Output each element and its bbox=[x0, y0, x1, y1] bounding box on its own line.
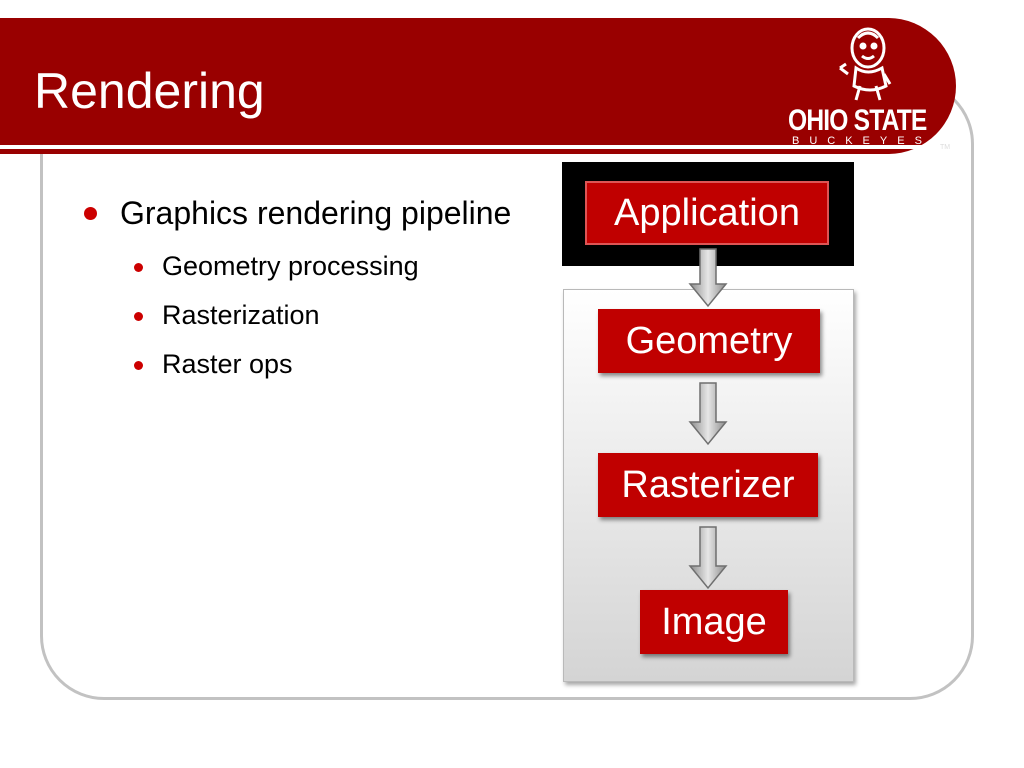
sub-bullet-text: Raster ops bbox=[162, 349, 293, 379]
ohio-state-logo: OHIO STATE BUCKEYES TM bbox=[776, 20, 966, 151]
bullet-dot-icon bbox=[134, 361, 143, 370]
title-bar: Rendering bbox=[0, 18, 956, 154]
bullet-list: Graphics rendering pipeline Geometry pro… bbox=[78, 190, 518, 389]
stage-geometry: Geometry bbox=[598, 309, 820, 373]
down-arrow-icon bbox=[688, 382, 728, 446]
bullet-dot-icon bbox=[84, 207, 97, 220]
stage-application: Application bbox=[585, 181, 829, 245]
stage-image: Image bbox=[640, 590, 788, 654]
bullet-dot-icon bbox=[134, 263, 143, 272]
sub-bullet-item: Geometry processing bbox=[78, 242, 518, 291]
slide-title: Rendering bbox=[34, 63, 265, 119]
logo-trademark: TM bbox=[940, 144, 951, 151]
down-arrow-icon bbox=[688, 526, 728, 590]
bullet-item: Graphics rendering pipeline bbox=[78, 190, 518, 236]
bullet-dot-icon bbox=[134, 312, 143, 321]
sub-bullet-text: Geometry processing bbox=[162, 251, 419, 281]
title-divider bbox=[0, 145, 956, 149]
logo-wordmark: OHIO STATE bbox=[788, 104, 927, 137]
brutus-mascot-icon bbox=[839, 27, 892, 101]
logo-subtext: BUCKEYES bbox=[792, 135, 932, 147]
sub-bullet-item: Raster ops bbox=[78, 340, 518, 389]
down-arrow-icon bbox=[688, 248, 728, 308]
sub-bullet-item: Rasterization bbox=[78, 291, 518, 340]
sub-bullet-text: Rasterization bbox=[162, 300, 320, 330]
stage-rasterizer: Rasterizer bbox=[598, 453, 818, 517]
sub-bullet-list: Geometry processing Rasterization Raster… bbox=[78, 242, 518, 389]
bullet-text: Graphics rendering pipeline bbox=[120, 195, 512, 231]
